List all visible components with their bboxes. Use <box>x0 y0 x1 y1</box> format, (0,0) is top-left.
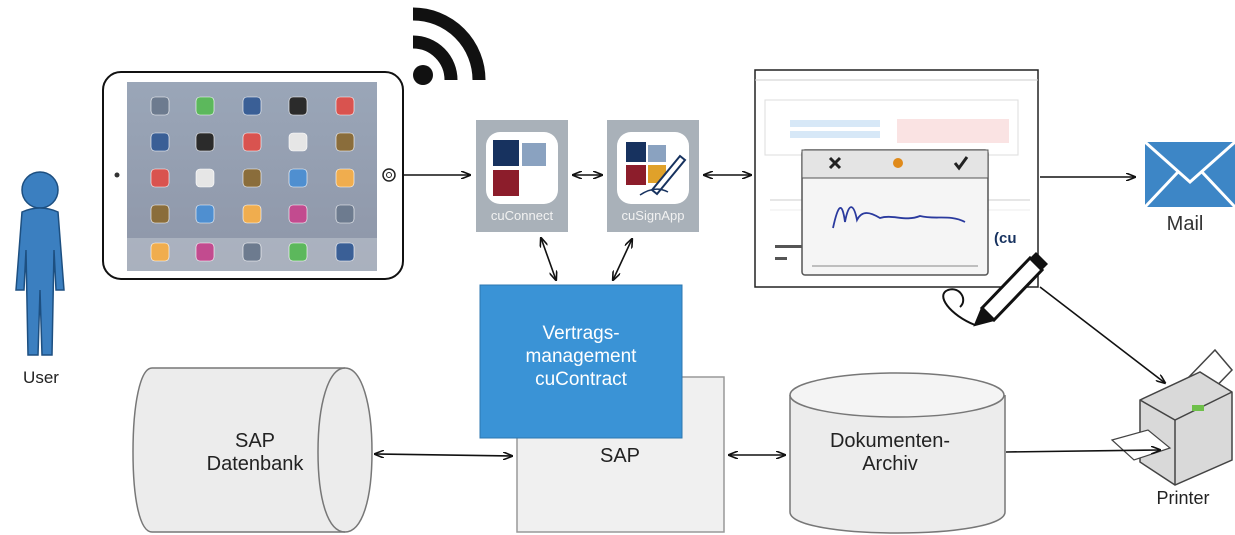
ipad-app-icon <box>150 204 170 224</box>
ipad-app-icon <box>150 96 170 116</box>
clear-icon <box>893 158 903 168</box>
cusignapp-label: cuSignApp <box>621 208 685 223</box>
contract-management-label: Vertrags- management cuContract <box>480 322 682 391</box>
arrow-database-sap <box>375 454 512 456</box>
ipad-app-icon <box>195 132 215 152</box>
archive-line-1: Dokumenten- <box>829 430 951 452</box>
svg-text:(cu: (cu <box>994 230 1017 247</box>
ipad-app-icon <box>288 204 308 224</box>
cuconnect-label: cuConnect <box>490 208 554 223</box>
ipad-app-icon <box>335 242 355 262</box>
database-line-2: Datenbank <box>206 453 304 475</box>
ipad-app-icon <box>242 204 262 224</box>
signature-stroke <box>832 206 966 229</box>
cuconnect-app-tile <box>476 120 568 232</box>
printer-icon <box>1110 348 1234 486</box>
ipad-app-icon <box>335 132 355 152</box>
database-line-1: SAP <box>234 430 276 452</box>
database-label: SAP Datenbank <box>180 430 330 476</box>
user-figure <box>15 171 65 356</box>
ipad-app-icon <box>242 96 262 116</box>
ipad-app-icon <box>242 242 262 262</box>
arrow-cuconnect-contract <box>541 238 556 280</box>
ipad-app-icon <box>335 204 355 224</box>
mail-label: Mail <box>1166 213 1204 235</box>
ipad-app-icon <box>288 168 308 188</box>
contract-line-2: management <box>525 346 637 367</box>
ipad-app-icon <box>242 132 262 152</box>
archive-line-2: Archiv <box>862 453 918 475</box>
checkmark-icon <box>953 156 969 171</box>
pen-icon <box>942 252 1048 327</box>
ipad-app-icon <box>195 242 215 262</box>
archive-label: Dokumenten- Archiv <box>800 430 980 476</box>
ipad-app-icon <box>288 96 308 116</box>
wifi-icon <box>412 7 486 85</box>
document-archive-cylinder <box>789 372 1006 534</box>
ipad-app-icon <box>195 96 215 116</box>
ipad-app-icon <box>335 168 355 188</box>
ipad-app-icon <box>150 132 170 152</box>
cusignapp-logo-icon <box>626 142 646 162</box>
arrow-form-to-printer <box>1039 286 1165 383</box>
printer-label: Printer <box>1156 488 1210 508</box>
signature-pad <box>801 149 989 276</box>
ipad-app-icon <box>335 96 355 116</box>
contract-management-box <box>479 284 683 439</box>
ipad-app-icon <box>150 242 170 262</box>
ipad-app-icon <box>195 204 215 224</box>
ipad-device <box>102 71 404 280</box>
sap-label: SAP <box>599 445 641 467</box>
sap-database-shape <box>132 367 373 533</box>
ipad-camera <box>114 172 120 178</box>
contract-line-1: Vertrags- <box>542 323 620 344</box>
connectors <box>375 175 1165 456</box>
ipad-app-icon <box>242 168 262 188</box>
arrow-archive-to-printer <box>1005 450 1160 452</box>
cuconnect-logo-icon <box>493 140 519 166</box>
ipad-app-icon <box>288 132 308 152</box>
ipad-app-icon <box>150 168 170 188</box>
user-label: User <box>23 368 59 387</box>
ipad-app-icon <box>288 242 308 262</box>
arrow-cusignapp-contract <box>613 239 632 280</box>
ipad-app-icon <box>195 168 215 188</box>
close-icon <box>828 156 842 170</box>
mail-icon <box>1143 140 1235 209</box>
cusignapp-app-tile <box>607 120 699 232</box>
contract-line-3: cuContract <box>535 369 627 390</box>
